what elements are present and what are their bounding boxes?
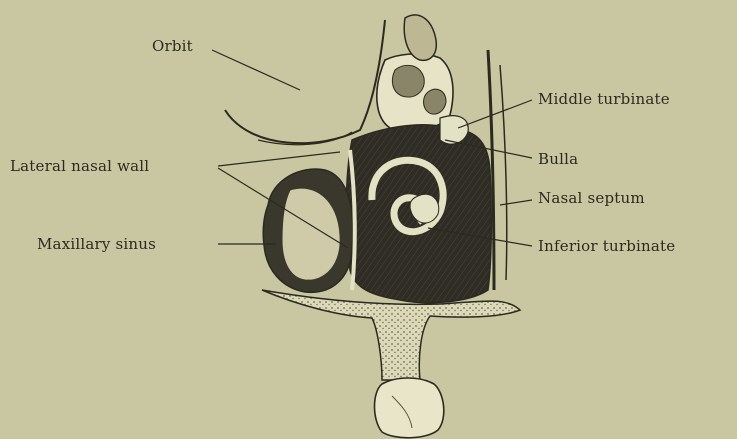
- label-inferior-turbinate: Inferior turbinate: [538, 238, 675, 254]
- orbit-leader: [212, 50, 300, 90]
- lateral-wall-leader-1: [218, 152, 340, 166]
- label-bulla: Bulla: [538, 151, 578, 167]
- label-orbit: Orbit: [152, 38, 193, 54]
- label-nasal-septum: Nasal septum: [538, 190, 645, 206]
- middle-turbinate-leader: [458, 100, 532, 128]
- orbit-floor-outline: [225, 20, 385, 143]
- label-maxillary-sinus: Maxillary sinus: [37, 236, 156, 252]
- hard-palate: [262, 290, 520, 380]
- septum-outer: [500, 65, 507, 280]
- tooth: [375, 378, 444, 438]
- label-lateral-nasal-wall: Lateral nasal wall: [10, 158, 149, 174]
- nasal-septum-leader: [500, 200, 532, 205]
- label-middle-turbinate: Middle turbinate: [538, 91, 670, 107]
- ethmoid-cell-1: [392, 65, 424, 97]
- ethmoid-cell-2: [424, 89, 446, 114]
